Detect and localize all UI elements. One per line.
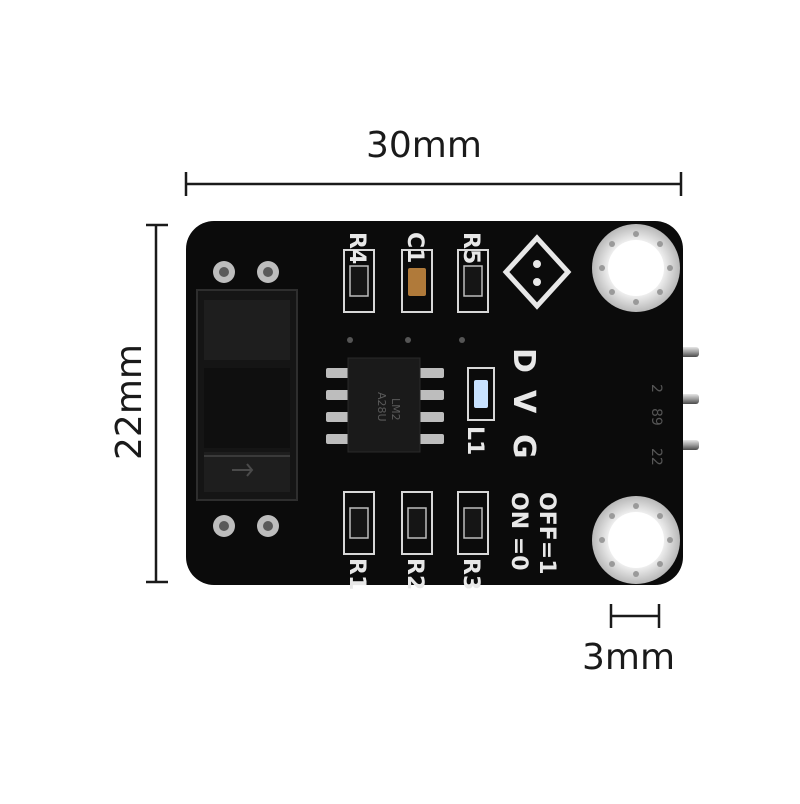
sensor-solder-pads <box>213 261 279 537</box>
edge-marking: 89 <box>648 408 664 426</box>
silkscreen-label-r1: R1 <box>344 558 369 590</box>
status-led <box>467 367 495 421</box>
brand-logo <box>502 234 572 310</box>
silkscreen-label-c1: C1 <box>402 232 427 263</box>
silkscreen-label-r3: R3 <box>458 558 483 590</box>
chip-marking: LM2 <box>389 398 402 421</box>
silkscreen-label-r4: R4 <box>344 232 369 264</box>
edge-marking: 22 <box>648 448 664 466</box>
comparator-chip: LM2 A28U <box>326 357 444 453</box>
silkscreen-label-r5: R5 <box>458 232 483 264</box>
silkscreen-label-l1: L1 <box>462 426 487 455</box>
chip-marking: A28U <box>375 392 388 422</box>
state-label-off: OFF=1 <box>534 492 559 575</box>
pin-label-d: D <box>506 348 541 373</box>
width-dimension-label: 30mm <box>366 125 482 166</box>
pcb-board <box>186 221 683 585</box>
width-dimension-line <box>184 172 683 196</box>
state-label-on: ON =0 <box>506 492 531 571</box>
height-dimension-label: 22mm <box>109 344 150 460</box>
pin-label-v: V <box>506 390 541 414</box>
hole-dimension-line <box>609 604 661 628</box>
edge-marking: 2 <box>648 384 664 393</box>
top-components <box>343 249 489 313</box>
height-dimension-line <box>146 223 168 584</box>
pin-label-g: G <box>506 434 541 459</box>
mounting-hole-top <box>592 224 680 312</box>
photo-interrupter <box>196 289 298 501</box>
silkscreen-label-r2: R2 <box>402 558 427 590</box>
vias <box>347 337 465 343</box>
bottom-components <box>343 491 489 555</box>
mounting-hole-bottom <box>592 496 680 584</box>
hole-dimension-label: 3mm <box>582 637 676 678</box>
